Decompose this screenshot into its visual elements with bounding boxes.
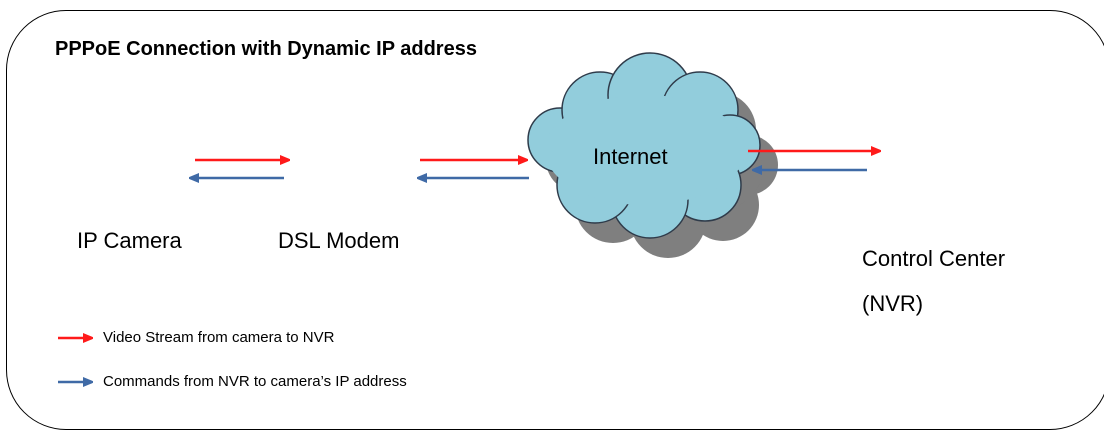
connection-diagram <box>58 52 1104 405</box>
ip-camera-label: IP Camera <box>77 228 182 253</box>
nvr-label: (NVR) <box>862 291 924 316</box>
control-center-label: Control Center <box>862 246 1006 271</box>
dsl-modem-label: DSL Modem <box>278 228 400 253</box>
internet-cloud-body <box>545 95 745 205</box>
legend-video-text: Video Stream from camera to NVR <box>103 329 335 346</box>
diagram-title: PPPoE Connection with Dynamic IP address <box>55 38 477 60</box>
legend-commands-text: Commands from NVR to camera’s IP address <box>103 373 407 390</box>
internet-label: Internet <box>593 144 668 169</box>
